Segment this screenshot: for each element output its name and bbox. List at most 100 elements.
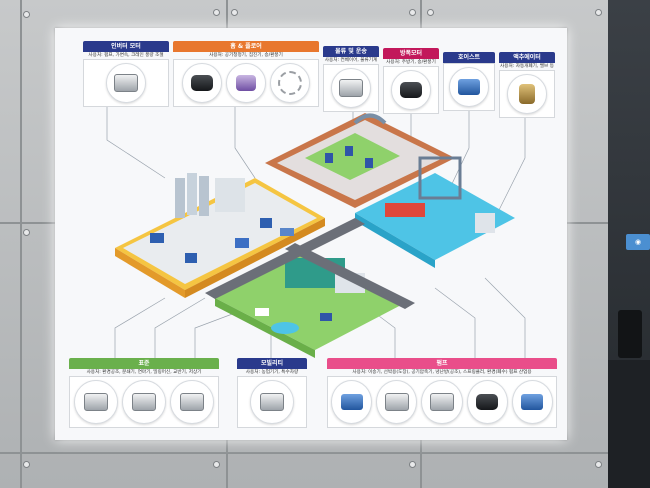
motor-product: [466, 380, 508, 424]
black-motor-icon: [400, 82, 422, 98]
motor-product: [170, 380, 214, 424]
motor-product: [331, 68, 371, 108]
category-description: 사용처: 환경공조, 분쇄기, 연마기, 밀링머신, 교반기, 저상기: [86, 370, 202, 375]
category-home-floor: 홈 & 플로어 사용처: 공기청정기, 집진기, 송/환풍기: [173, 41, 319, 107]
silver-motor-icon: [430, 393, 454, 411]
wall-seam: [226, 440, 228, 488]
silver-motor-icon: [114, 74, 138, 92]
category-title: 호이스트: [443, 52, 495, 63]
tractor: [320, 313, 332, 321]
chair: [618, 310, 642, 358]
motor-product: [182, 63, 222, 103]
tunnel: [353, 113, 387, 125]
wall-bolt: [428, 10, 433, 15]
category-inverter-motor: 인버터 모터 사용처: 펌프, 가변속, 크레인 풍량 조절: [83, 41, 169, 107]
wall-bolt: [24, 12, 29, 17]
machine: [260, 218, 272, 228]
category-title: 홈 & 플로어: [173, 41, 319, 52]
left-platform-front: [185, 218, 325, 298]
category-description: 사용처: 공기청정기, 집진기, 송/환풍기: [209, 53, 283, 58]
wall-seam: [0, 452, 650, 454]
wall-bolt: [596, 462, 601, 467]
category-title: 표준: [69, 358, 219, 369]
machine: [150, 233, 164, 243]
product-box: [327, 376, 557, 428]
motor-product: [391, 70, 431, 110]
vehicle: [255, 308, 269, 316]
category-title: 물류 및 운송: [323, 46, 379, 57]
wall-bolt: [24, 230, 29, 235]
category-title: 방폭모터: [383, 48, 439, 59]
category-logistics: 물류 및 운송 사용처: 컨베이어, 물류기계: [323, 46, 379, 112]
silver-motor-icon: [339, 79, 363, 97]
category-pump: 펌프 사용처: 이송기, 선박용(도장), 공기압축기, 냉난방(공조), 스프…: [327, 358, 557, 428]
silo: [187, 173, 197, 215]
category-description: 사용처: 농업기기, 특수차량: [245, 370, 299, 375]
black-motor-icon: [476, 394, 499, 410]
product-box: [237, 376, 307, 428]
motor-product: [376, 380, 418, 424]
building: [475, 213, 495, 233]
right-platform-side: [355, 213, 435, 268]
bottom-platform-top: [215, 253, 405, 350]
category-description: 사용처: 자동개폐기, 밸브 등: [500, 64, 554, 69]
wall-seam: [420, 440, 422, 488]
product-box: [499, 70, 555, 118]
left-platform-side: [115, 248, 185, 298]
motor-product: [106, 63, 146, 103]
wall-seam: [420, 0, 422, 28]
category-description: 사용처: 주방기, 송/환풍기: [386, 60, 436, 65]
category-description: 사용처: 컨베이어, 물류기계: [324, 58, 378, 63]
machine: [280, 228, 294, 236]
motor-product: [421, 380, 463, 424]
machine: [365, 158, 373, 168]
machine: [235, 238, 249, 248]
wall-bolt: [596, 10, 601, 15]
motor-product: [74, 380, 118, 424]
silver-motor-icon: [384, 393, 409, 411]
category-explosion-proof: 방폭모터 사용처: 주방기, 송/환풍기: [383, 48, 439, 114]
category-description: 사용처: 이송기, 선박용(도장), 공기압축기, 냉난방(공조), 스프링클러…: [352, 370, 532, 375]
machine: [325, 153, 333, 163]
silver-motor-icon: [84, 393, 108, 411]
wall-bolt: [214, 10, 219, 15]
product-box: [443, 63, 495, 111]
blue-motor-icon: [458, 79, 480, 95]
motor-product: [122, 380, 166, 424]
product-box: [69, 376, 219, 428]
road: [205, 218, 365, 299]
wall-bolt: [410, 462, 415, 467]
product-box: [83, 59, 169, 107]
motor-product: [331, 380, 373, 424]
blue-motor-icon: [521, 394, 544, 410]
silver-motor-icon: [132, 393, 156, 411]
silo: [199, 176, 209, 216]
category-title: 모빌리티: [237, 358, 307, 369]
category-standard: 표준 사용처: 환경공조, 분쇄기, 연마기, 밀링머신, 교반기, 저상기: [69, 358, 219, 428]
machine: [345, 146, 353, 156]
wall-bolt: [410, 10, 415, 15]
blue-motor-icon: [340, 394, 363, 410]
actuator-icon: [519, 84, 535, 104]
wall-seam: [226, 0, 228, 28]
factory-building: [215, 178, 245, 212]
motor-product: [226, 63, 266, 103]
category-title: 액추에이터: [499, 52, 555, 63]
motor-product: [507, 74, 547, 114]
silo: [175, 178, 185, 218]
motor-product: [449, 67, 489, 107]
product-box: [383, 66, 439, 114]
green-area: [305, 133, 400, 180]
silver-motor-icon: [180, 393, 204, 411]
left-factory-floor: [123, 183, 317, 284]
crane: [418, 156, 462, 200]
motor-product: [270, 63, 310, 103]
bottom-platform-side: [215, 298, 315, 358]
category-title: 펌프: [327, 358, 557, 369]
category-description: 사용처: 펌프, 가변속, 크레인 풍량 조절: [88, 53, 164, 58]
wall-seam: [20, 0, 22, 488]
machine: [185, 253, 197, 263]
booth-sign: ◉: [626, 234, 650, 250]
pond: [271, 322, 299, 334]
product-box: [173, 59, 319, 107]
